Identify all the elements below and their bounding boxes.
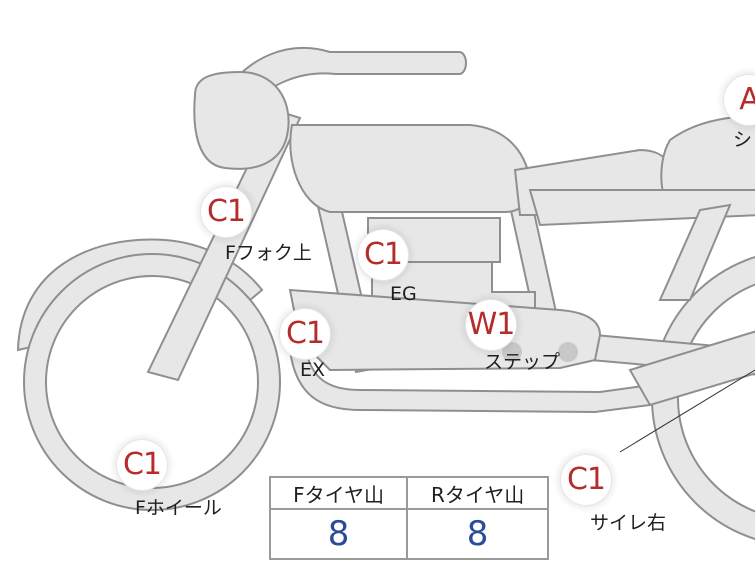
marker-code: C1 [122,447,162,482]
front-tire-tread-value: 8 [268,508,409,560]
rear-tire-tread-value: 8 [406,508,549,560]
tire-tread-table: Fタイヤ山 Rタイヤ山 8 8 [268,476,549,560]
marker-badge-step: W1 [466,300,516,350]
marker-badge-eg: C1 [358,230,408,280]
front-tire-tread-header: Fタイヤ山 [268,476,409,510]
marker-badge-f-fork-upper: C1 [201,187,251,237]
fuel-tank [289,124,532,213]
rear-tire-tread-header: Rタイヤ山 [406,476,549,510]
step-peg-left [502,342,522,362]
exhaust-pipe-lower [288,343,651,414]
marker-label-eg: EG [390,283,417,305]
step-peg-right [558,342,578,362]
marker-code: C1 [363,237,403,272]
marker-code: A [739,82,755,117]
marker-badge-f-wheel: C1 [117,440,167,490]
marker-code: C1 [566,462,606,497]
marker-label-ex: EX [300,359,326,381]
marker-label-f-fork-upper: Fフォク上 [225,242,312,264]
marker-code: W1 [467,307,516,342]
marker-label-silencer-right: サイレ右 [590,512,667,534]
marker-badge-ex: C1 [280,309,330,359]
front-wheel-inner [45,275,259,489]
handlebar [220,47,467,110]
marker-code: C1 [206,194,246,229]
marker-label-f-wheel: Fホイール [135,497,222,519]
marker-label-seat-edge: シ [733,129,753,151]
marker-code: C1 [285,316,325,351]
front-fork [146,108,302,382]
marker-label-step: ステップ [484,351,561,373]
silencer [628,330,755,407]
marker-badge-silencer-right: C1 [561,455,611,505]
rear-shock [658,203,732,301]
leader-line [619,369,755,453]
headlight [193,70,290,170]
exhaust-pipe-upper [288,288,602,372]
